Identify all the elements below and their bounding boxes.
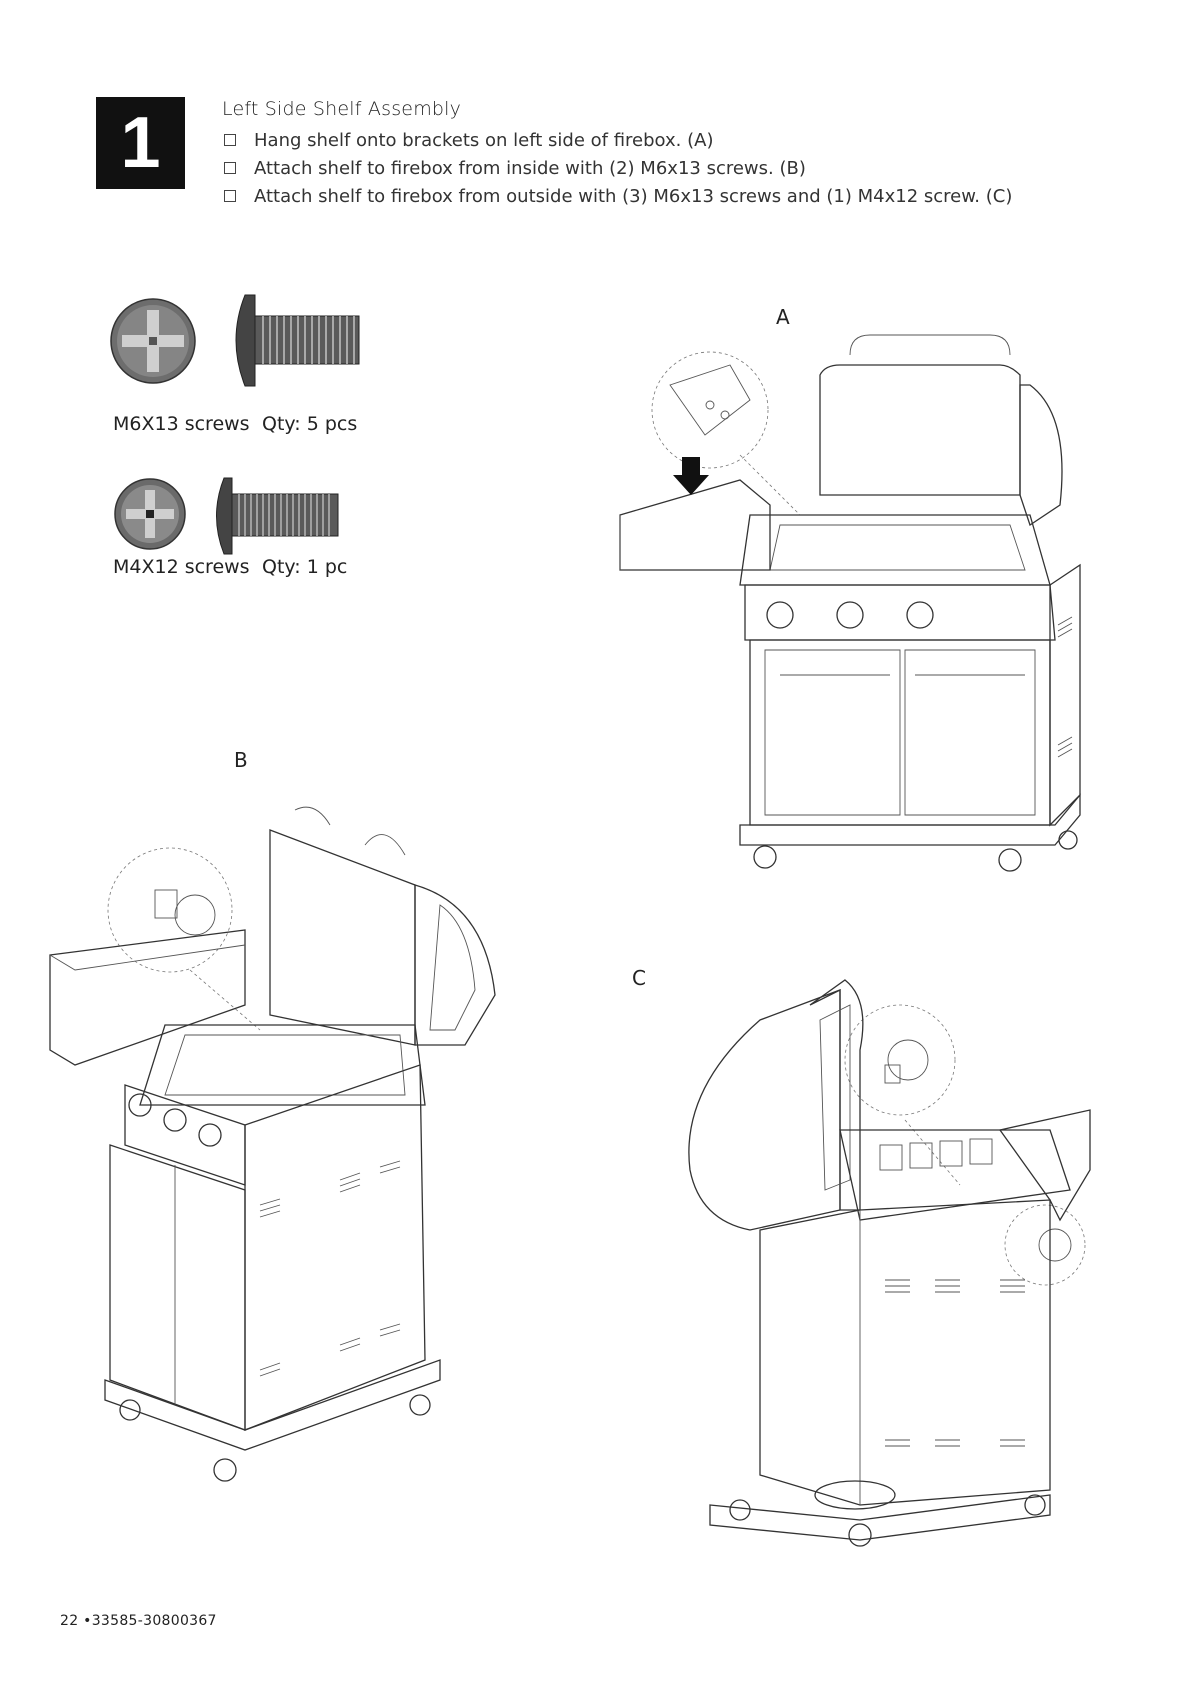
figure-c-grill-illustration: [670, 960, 1090, 1550]
m6x13-qty: Qty: 5 pcs: [262, 413, 357, 435]
checkbox-icon: [224, 134, 236, 146]
figure-b-grill-illustration: [45, 805, 505, 1490]
checkbox-icon: [224, 162, 236, 174]
figure-b-label: B: [234, 748, 248, 772]
step-number: 1: [120, 107, 160, 179]
instruction-item: Attach shelf to firebox from outside wit…: [222, 182, 1012, 210]
step-number-badge: 1: [96, 97, 185, 189]
instruction-item: Attach shelf to firebox from inside with…: [222, 154, 1012, 182]
m4x12-screw-head-icon: [112, 476, 188, 552]
m4x12-name: M4X12 screws: [113, 556, 250, 578]
m4x12-screw-side-icon: [214, 476, 344, 556]
instruction-text: Attach shelf to firebox from inside with…: [254, 158, 806, 179]
instruction-list: Hang shelf onto brackets on left side of…: [222, 126, 1012, 210]
step-title: Left Side Shelf Assembly: [222, 98, 461, 120]
instruction-item: Hang shelf onto brackets on left side of…: [222, 126, 1012, 154]
m6x13-name: M6X13 screws: [113, 413, 250, 435]
instruction-text: Hang shelf onto brackets on left side of…: [254, 130, 713, 151]
figure-a-grill-illustration: [610, 325, 1080, 895]
instruction-text: Attach shelf to firebox from outside wit…: [254, 186, 1012, 207]
m4x12-qty: Qty: 1 pc: [262, 556, 347, 578]
figure-c-label: C: [632, 966, 646, 990]
m6x13-screw-head-icon: [108, 296, 198, 386]
m6x13-screw-side-icon: [233, 293, 363, 388]
page-footer: 22 •33585-30800367: [60, 1613, 217, 1629]
checkbox-icon: [224, 190, 236, 202]
